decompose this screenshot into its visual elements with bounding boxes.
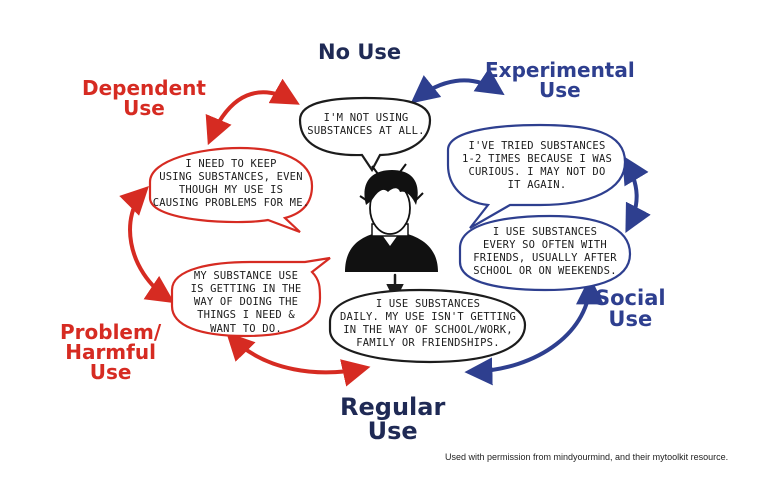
- bubble-regular: [328, 288, 527, 364]
- arrow-regular-to-problem: [226, 331, 371, 387]
- bubble-dependent-text: I need to keep using substances, even th…: [152, 158, 310, 211]
- bubble-problem-line: want to do.: [210, 322, 282, 335]
- label-problem-line3: Use: [89, 360, 132, 384]
- bubble-social-line: every so often with: [483, 239, 607, 252]
- cycle-arrows: [119, 67, 651, 387]
- label-experimental-line1: Experimental: [485, 58, 635, 82]
- label-social-line2: Use: [608, 307, 653, 331]
- bubble-dependent-line: I need to keep: [185, 158, 277, 170]
- bubble-no-use-line: I'm not using: [323, 112, 409, 124]
- arrow-social-to-regular: [464, 276, 604, 386]
- bubble-dependent-line: causing problems for me.: [152, 197, 310, 210]
- bubble-experimental-line: curious. I may not do: [468, 166, 606, 179]
- arrow-problem-to-dependent: [119, 186, 175, 304]
- bubble-no-use: [298, 96, 432, 173]
- bubble-social-line: friends, usually after: [473, 252, 617, 265]
- arrow-nouse-to-experimental: [410, 67, 505, 104]
- label-regular-use: Regular Use: [340, 395, 445, 443]
- label-regular-line1: Regular: [340, 393, 446, 421]
- label-no-use-line1: No Use: [318, 40, 402, 64]
- bubble-dependent: [148, 146, 314, 234]
- bubble-experimental-line: I've tried substances: [468, 140, 606, 152]
- bubble-problem-line: things I need &: [197, 309, 295, 322]
- bubble-regular-line: I use substances: [375, 298, 481, 310]
- label-problem-line2: Harmful: [65, 340, 156, 364]
- bubble-social-line: school or on weekends.: [473, 265, 617, 278]
- person-silhouette-icon: [345, 163, 438, 272]
- bubble-no-use-line: substances at all.: [307, 125, 425, 138]
- label-regular-line2: Use: [367, 417, 418, 445]
- bubble-dependent-line: using substances, even: [159, 171, 303, 184]
- bubble-regular-line: family or friendships.: [356, 337, 500, 350]
- label-dependent-use: Dependent Use: [82, 78, 206, 118]
- bubble-experimental-line: 1-2 times because I was: [462, 153, 612, 166]
- bubble-problem-line: way of doing the: [193, 296, 299, 309]
- arrow-experimental-to-social: [622, 155, 651, 233]
- permission-credit: Used with permission from mindyourmind, …: [445, 452, 729, 462]
- label-dependent-line1: Dependent: [82, 76, 206, 100]
- label-social-use: Social Use: [595, 288, 666, 330]
- label-problem-harmful-use: Problem/ Harmful Use: [60, 322, 161, 382]
- bubble-experimental: [446, 123, 627, 229]
- bubble-problem-text: My substance use is getting in the way o…: [176, 270, 316, 336]
- label-problem-line1: Problem/: [60, 320, 162, 344]
- bubble-experimental-text: I've tried substances 1-2 times because …: [452, 140, 622, 193]
- label-experimental-line2: Use: [539, 78, 581, 102]
- label-experimental-use: Experimental Use: [485, 60, 635, 100]
- bubble-social-text: I use substances every so often with fri…: [462, 226, 628, 279]
- bubble-regular-line: daily. My use isn't getting: [339, 311, 517, 324]
- bubble-regular-line: in the way of school/work,: [343, 324, 513, 337]
- label-social-line1: Social: [595, 286, 666, 310]
- bubble-problem-line: is getting in the: [190, 283, 302, 296]
- bubble-social: [458, 214, 632, 292]
- bubble-social-line: I use substances: [492, 226, 598, 238]
- arrow-nouse-to-dependent: [205, 78, 300, 146]
- bubbles: [148, 96, 632, 364]
- bubble-dependent-line: though my use is: [178, 184, 284, 197]
- label-no-use: No Use: [318, 42, 401, 63]
- bubble-no-use-text: I'm not using substances at all.: [304, 112, 428, 138]
- label-dependent-line2: Use: [123, 96, 165, 120]
- bubble-problem: [170, 256, 331, 338]
- bubble-regular-text: I use substances daily. My use isn't get…: [334, 298, 522, 351]
- bubble-problem-line: My substance use: [193, 270, 299, 282]
- bubble-experimental-line: it again.: [507, 179, 567, 192]
